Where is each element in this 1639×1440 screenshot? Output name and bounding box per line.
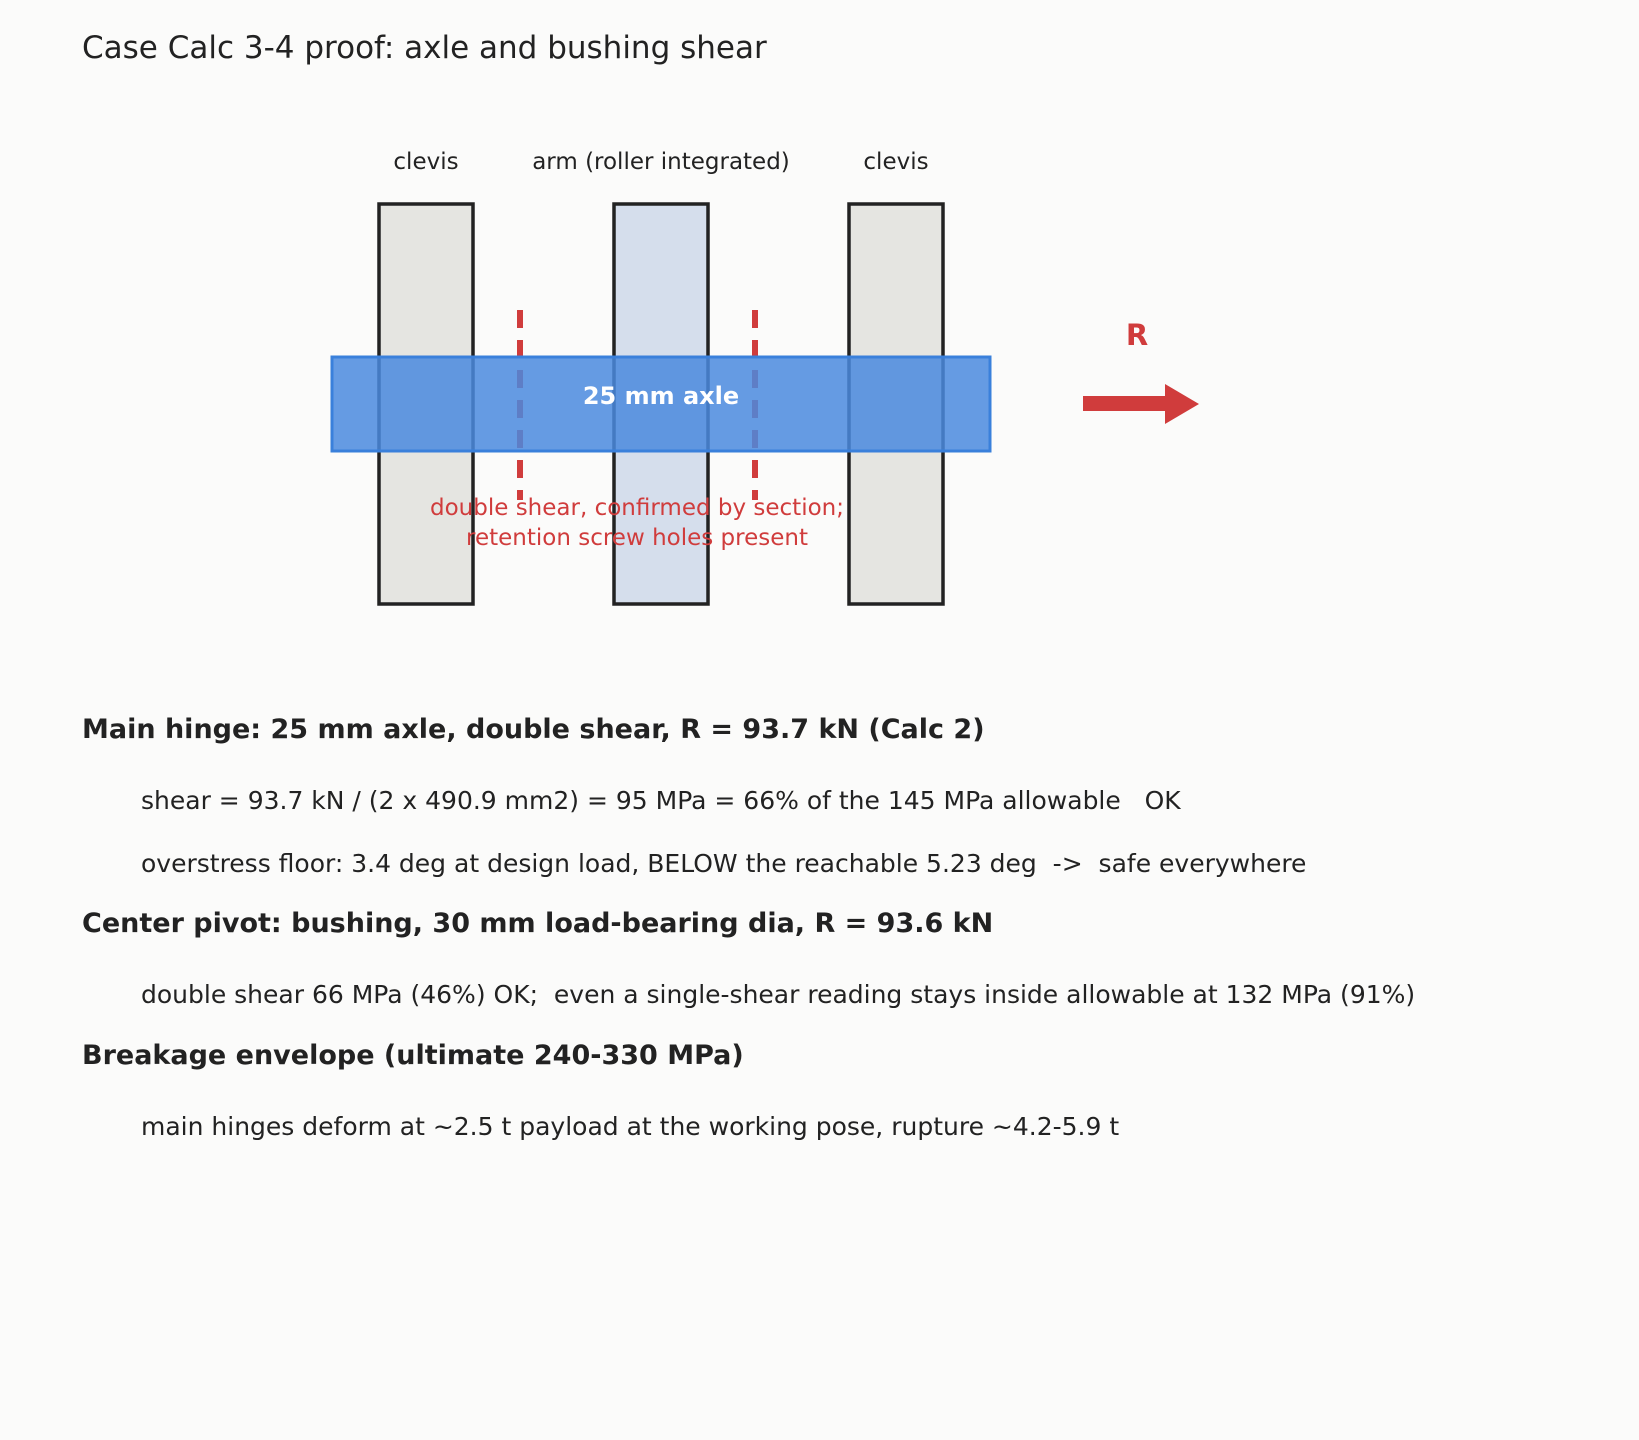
shear-note-line-1: double shear, confirmed by section;: [430, 495, 844, 521]
arm-label: arm (roller integrated): [532, 149, 790, 175]
axle-label: 25 mm axle: [583, 382, 739, 410]
force-arrow-icon: [1083, 384, 1199, 424]
section-heading-main-hinge: Main hinge: 25 mm axle, double shear, R …: [82, 714, 985, 745]
clevis-left-label: clevis: [393, 149, 458, 175]
section-heading-breakage: Breakage envelope (ultimate 240-330 MPa): [82, 1040, 744, 1071]
axle: [330, 355, 992, 453]
clevis-right-label: clevis: [863, 149, 928, 175]
page-title: Case Calc 3-4 proof: axle and bushing sh…: [82, 30, 767, 66]
main-hinge-line-overstress: overstress floor: 3.4 deg at design load…: [141, 849, 1307, 878]
axle-shear-diagram: clevis arm (roller integrated) clevis 25…: [330, 149, 1199, 606]
force-label: R: [1126, 318, 1148, 352]
main-hinge-line-shear: shear = 93.7 kN / (2 x 490.9 mm2) = 95 M…: [141, 786, 1181, 815]
breakage-line: main hinges deform at ~2.5 t payload at …: [141, 1112, 1120, 1141]
center-pivot-line: double shear 66 MPa (46%) OK; even a sin…: [141, 980, 1416, 1009]
section-heading-center-pivot: Center pivot: bushing, 30 mm load-bearin…: [82, 908, 994, 939]
shear-note-line-2: retention screw holes present: [466, 525, 808, 551]
